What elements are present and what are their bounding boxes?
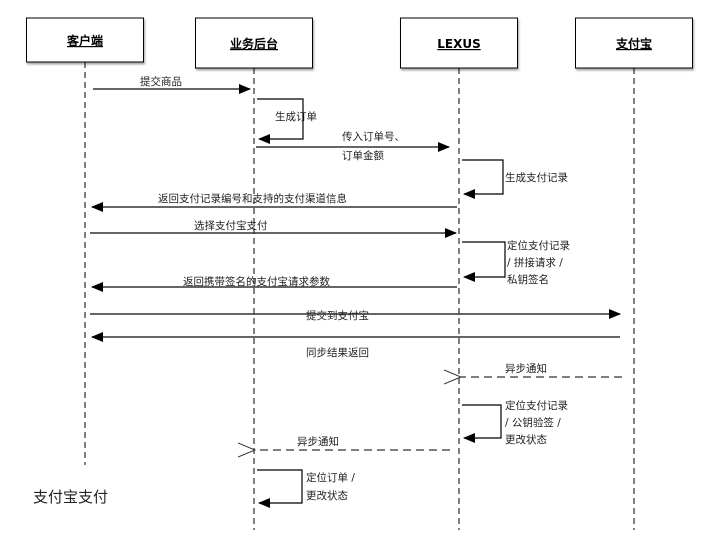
message-2[interactable]: 生成订单 bbox=[257, 98, 317, 144]
message-label: 私钥签名 bbox=[507, 273, 549, 286]
actor-label: LEXUS bbox=[437, 37, 480, 51]
message-label: 更改状态 bbox=[505, 433, 547, 446]
message-label: 返回支付记录编号和支持的支付渠道信息 bbox=[158, 192, 347, 205]
actor-box bbox=[26, 17, 144, 63]
actor-alipay[interactable]: 支付宝 bbox=[575, 17, 693, 69]
actor-box bbox=[195, 17, 313, 69]
message-10[interactable]: 同步结果返回 bbox=[91, 332, 620, 359]
message-label: 定位支付记录 bbox=[507, 239, 570, 252]
message-label: 更改状态 bbox=[306, 489, 348, 502]
message-14[interactable]: 定位订单 / 更改状态 bbox=[257, 469, 355, 508]
actor-box bbox=[575, 17, 693, 69]
message-12[interactable]: 定位支付记录 / 公钥验签 / 更改状态 bbox=[462, 399, 568, 446]
self-call-arrow bbox=[462, 241, 506, 282]
actor-label: 业务后台 bbox=[230, 36, 278, 51]
actor-label: 客户端 bbox=[66, 33, 103, 48]
message-6[interactable]: 选择支付宝支付 bbox=[90, 219, 457, 238]
actor-box bbox=[400, 17, 518, 69]
message-5[interactable]: 返回支付记录编号和支持的支付渠道信息 bbox=[91, 192, 457, 212]
message-label: 返回携带签名的支付宝请求参数 bbox=[183, 275, 330, 288]
actor-backend[interactable]: 业务后台 bbox=[195, 17, 313, 69]
message-label: 传入订单号、 bbox=[342, 131, 405, 143]
message-label: / 公钥验签 / bbox=[505, 416, 561, 429]
message-7[interactable]: 定位支付记录 / 拼接请求 / 私钥签名 bbox=[462, 239, 570, 286]
message-11[interactable]: 异步通知 bbox=[461, 362, 622, 377]
message-label: / 拼接请求 / bbox=[507, 256, 563, 269]
message-1[interactable]: 提交商品 bbox=[93, 75, 251, 94]
actor-label: 支付宝 bbox=[615, 36, 652, 51]
message-label: 提交到支付宝 bbox=[306, 309, 369, 322]
message-8[interactable]: 返回携带签名的支付宝请求参数 bbox=[91, 275, 457, 292]
message-label: 选择支付宝支付 bbox=[194, 219, 268, 232]
message-label: 异步通知 bbox=[505, 362, 547, 375]
message-9[interactable]: 提交到支付宝 bbox=[90, 309, 621, 322]
self-call-arrow bbox=[257, 98, 304, 144]
message-4[interactable]: 生成支付记录 bbox=[462, 159, 568, 199]
message-label: 订单金额 bbox=[342, 149, 384, 162]
message-3[interactable]: 传入订单号、订单金额 bbox=[256, 131, 450, 162]
message-label: 异步通知 bbox=[297, 435, 339, 448]
message-label: 生成支付记录 bbox=[505, 171, 568, 184]
message-label: 同步结果返回 bbox=[306, 346, 369, 359]
self-call-arrow bbox=[462, 404, 502, 443]
actor-lexus[interactable]: LEXUS bbox=[400, 17, 518, 69]
message-label: 定位订单 / bbox=[306, 471, 355, 484]
actor-client[interactable]: 客户端 bbox=[26, 17, 144, 63]
message-label: 生成订单 bbox=[275, 110, 317, 123]
message-label: 定位支付记录 bbox=[505, 399, 568, 412]
diagram-title: 支付宝支付 bbox=[33, 488, 108, 506]
self-call-arrow bbox=[462, 159, 504, 199]
message-label: 提交商品 bbox=[140, 75, 182, 88]
message-13[interactable]: 异步通知 bbox=[255, 435, 450, 450]
self-call-arrow bbox=[257, 469, 303, 508]
